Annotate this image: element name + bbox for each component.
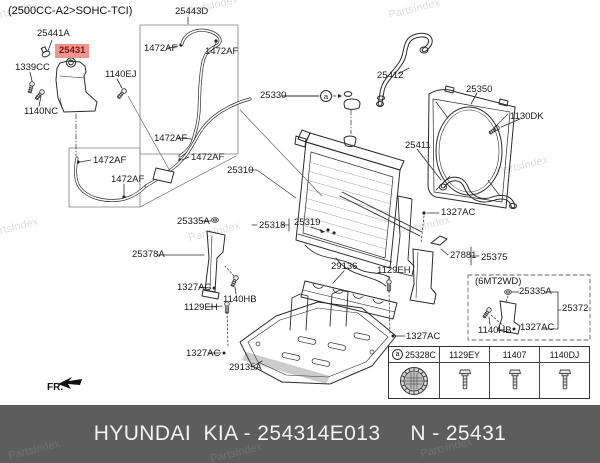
leader-lines (29, 16, 562, 368)
part-label-1327AC-4: 1327AC (406, 331, 441, 342)
part-label-25350: 25350 (466, 84, 493, 95)
dotted-leaders (224, 215, 506, 347)
part-label-25319: 25319 (294, 217, 321, 228)
hardware-reference-table: a 25328C 1129EY 11407 1140DJ (388, 346, 590, 399)
group-box-overflow-hose (68, 24, 239, 208)
part-label-25330: 25330 (260, 90, 287, 101)
part-label-1327AC-3: 1327AC (186, 348, 221, 359)
upper-radiator-hose (376, 32, 433, 107)
reservoir-tank (40, 46, 98, 157)
part-label-1129EH-2: 1129EH (377, 265, 411, 276)
part-label-25378A: 25378A (132, 249, 165, 260)
part-label-25375: 25375 (481, 252, 508, 263)
part-label-25310: 25310 (227, 165, 254, 176)
part-label-1129EH-1: 1129EH (184, 302, 218, 313)
part-label-1472AF-1: 1472AF (144, 43, 178, 54)
part-label-1327AC-5: 1327AC (520, 322, 555, 333)
part-label-1140NC: 1140NC (24, 106, 59, 117)
mounting-bracket-left (201, 230, 226, 300)
part-label-1472AF-6: 1472AF (111, 174, 145, 185)
reference-diagonals (127, 95, 323, 208)
variant-label-6mt2wd: (6MT2WD) (475, 276, 522, 287)
diagram-line-art: a (26, 16, 591, 389)
table-header-1140DJ: 1140DJ (539, 347, 589, 362)
footer-part-code: HYUNDAI KIA - 254314E013 (93, 422, 381, 445)
air-guard (300, 280, 398, 320)
part-label-1472AF-5: 1472AF (93, 155, 127, 166)
marker-a-circle-label: a (324, 92, 329, 101)
part-label-1327AC-2: 1327AC (177, 282, 212, 293)
table-header-11407: 11407 (489, 347, 539, 362)
fr-direction-arrow (58, 377, 82, 389)
part-label-25412: 25412 (377, 70, 404, 81)
fan-shroud (427, 85, 516, 209)
table-header-1129EY: 1129EY (439, 347, 489, 362)
part-label-25335A-2: 25335A (519, 286, 552, 297)
part-label-1339CC: 1339CC (15, 62, 50, 73)
overflow-hose (73, 28, 252, 202)
part-label-27881: 27881 (450, 250, 477, 261)
side-brackets (339, 191, 448, 305)
part-label-25372: 25372 (562, 303, 589, 314)
part-label-1140HB-1: 1140HB (223, 294, 257, 305)
part-label-1130DK: 1130DK (510, 111, 544, 122)
skid-plate (239, 289, 397, 385)
bolt-icon-11407 (489, 362, 539, 398)
part-label-25318: 25318 (259, 220, 286, 231)
part-label-25441A: 25441A (37, 28, 70, 39)
part-label-29135A: 29135A (229, 362, 262, 373)
part-label-1140EJ: 1140EJ (105, 69, 137, 80)
part-label-1472AF-2: 1472AF (205, 46, 239, 57)
radiator-cap-icon (389, 362, 439, 398)
footer-part-number: N - 25431 (410, 422, 507, 445)
part-label-25335A-1: 25335A (177, 216, 210, 227)
mounting-bracket-6mt (497, 295, 521, 335)
part-label-25443D: 25443D (175, 6, 209, 17)
part-label-1472AF-4: 1472AF (191, 152, 225, 163)
marker-a-table: a (392, 349, 404, 360)
page-title: (2500CC-A2>SOHC-TCI) (8, 5, 133, 17)
box-6mt2wd (467, 274, 591, 341)
part-label-1472AF-3: 1472AF (154, 133, 188, 144)
table-header-25328C: a 25328C (389, 347, 439, 362)
part-label-1327AC-1: 1327AC (441, 207, 476, 218)
footer-bar: HYUNDAI KIA - 254314E013 N - 25431 (0, 405, 600, 463)
part-label-29136: 29136 (331, 261, 358, 272)
bolt-icon-1129EY (439, 362, 489, 398)
bolt-icon-1140DJ (539, 362, 589, 398)
part-label-1140HB-2: 1140HB (478, 325, 512, 336)
part-label-25431-highlighted[interactable]: 25431 (55, 44, 90, 58)
radiator-cap-assembly (281, 90, 361, 147)
part-label-25411: 25411 (405, 140, 431, 151)
radiator (294, 129, 405, 287)
fr-label: FR. (47, 382, 64, 393)
